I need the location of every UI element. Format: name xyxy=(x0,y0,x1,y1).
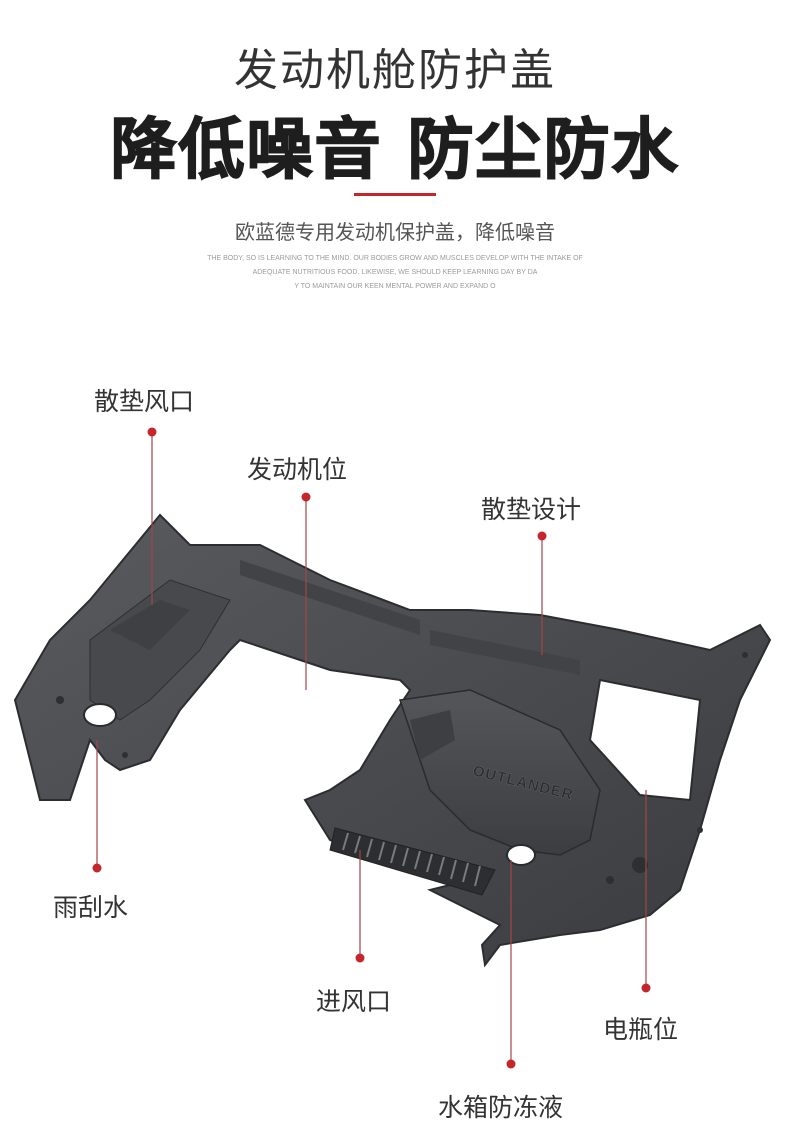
fine-print-line: ADEQUATE NUTRITIOUS FOOD. LIKEWISE, WE S… xyxy=(252,269,538,276)
callout-engine-position: 发动机位 xyxy=(247,455,348,484)
subtitle: 欧蓝德专用发动机保护盖，降低噪音 xyxy=(235,220,555,244)
callout-coolant: 水箱防冻液 xyxy=(438,1093,564,1122)
fine-print-line: THE BODY, SO IS LEARNING TO THE MIND. OU… xyxy=(207,255,583,262)
callout-vent-heat: 散垫风口 xyxy=(94,387,195,416)
fine-print: THE BODY, SO IS LEARNING TO THE MIND. OU… xyxy=(190,252,600,294)
title-line-1: 发动机舱防护盖 xyxy=(234,45,556,96)
red-divider xyxy=(354,193,436,196)
callout-wiper-water: 雨刮水 xyxy=(53,893,129,922)
callout-battery-position: 电瓶位 xyxy=(603,1015,679,1044)
callout-dot xyxy=(147,427,157,437)
fine-print-line: Y TO MAINTAIN OUR KEEN MENTAL POWER AND … xyxy=(294,283,496,290)
callout-dot xyxy=(506,1059,516,1069)
title-line-2: 降低噪音 防尘防水 xyxy=(110,110,680,189)
engine-cover-image: OUTLANDER xyxy=(13,513,772,968)
callout-heat-design: 散垫设计 xyxy=(481,495,582,524)
callout-air-intake: 进风口 xyxy=(316,987,392,1016)
